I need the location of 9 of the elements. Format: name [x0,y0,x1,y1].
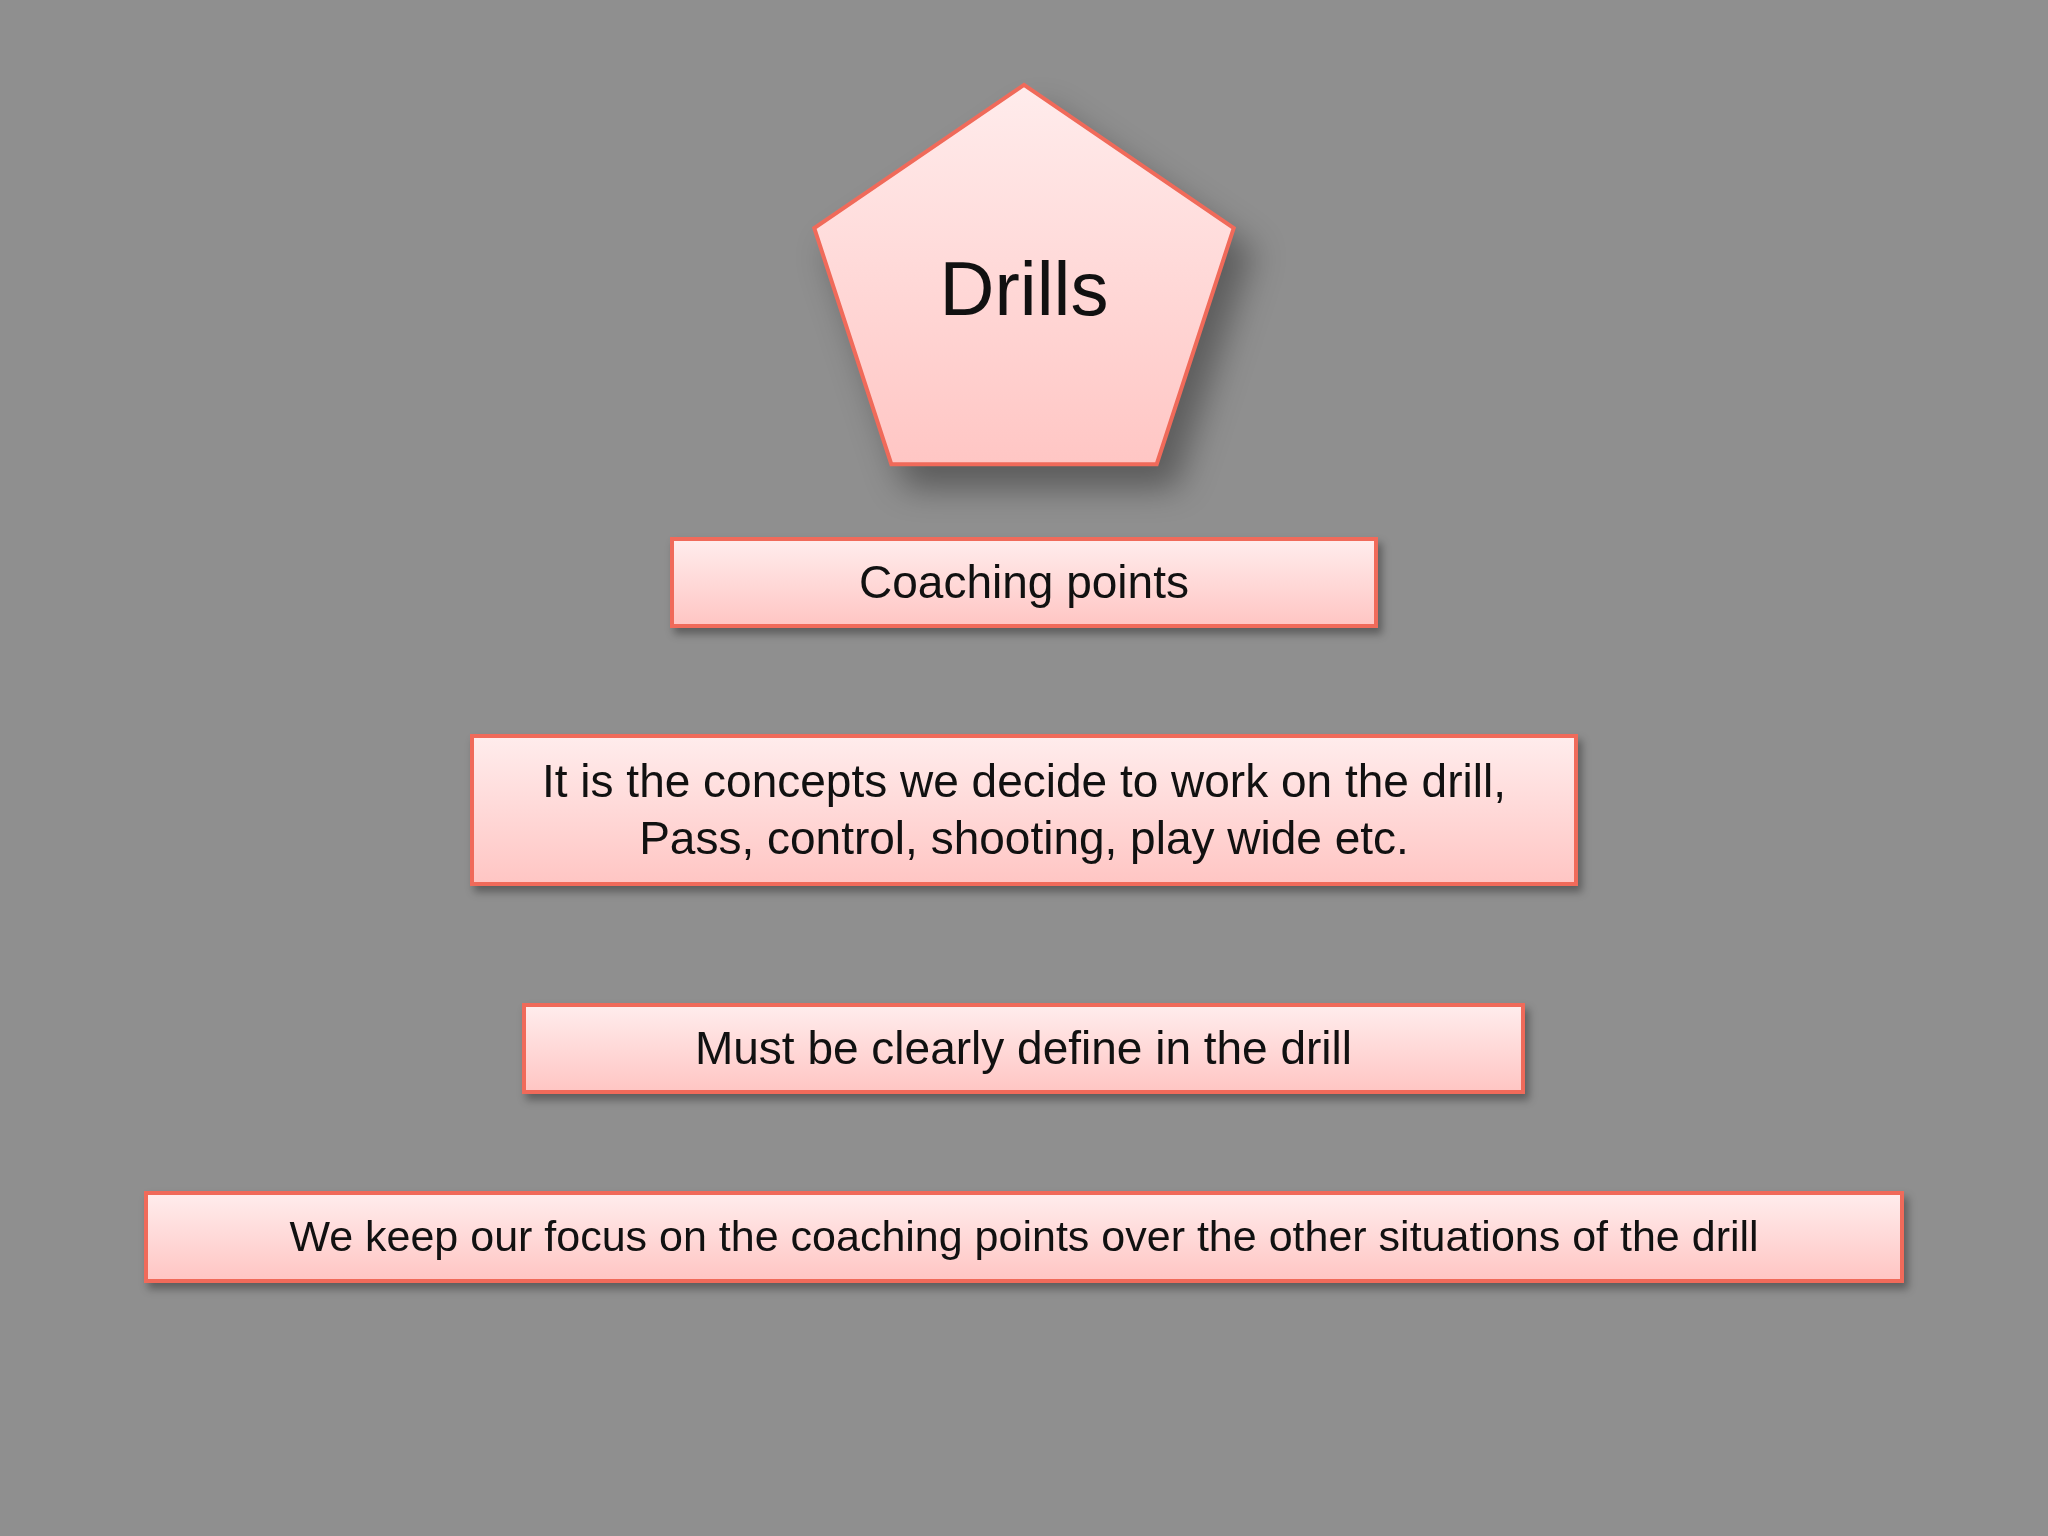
node-text: It is the concepts we decide to work on the drill, Pass, control, shooting, play wide etc. [541,753,1507,866]
text-box [670,537,1378,628]
text-box [522,1003,1525,1094]
text-box [144,1191,1904,1283]
node-text: Coaching points [859,554,1189,610]
node-text: Drills [939,245,1109,333]
node-text: Must be clearly define in the drill [694,1020,1353,1076]
node-text: We keep our focus on the coaching points over the other situations of the drill [289,1211,1759,1263]
text-box [470,734,1578,886]
